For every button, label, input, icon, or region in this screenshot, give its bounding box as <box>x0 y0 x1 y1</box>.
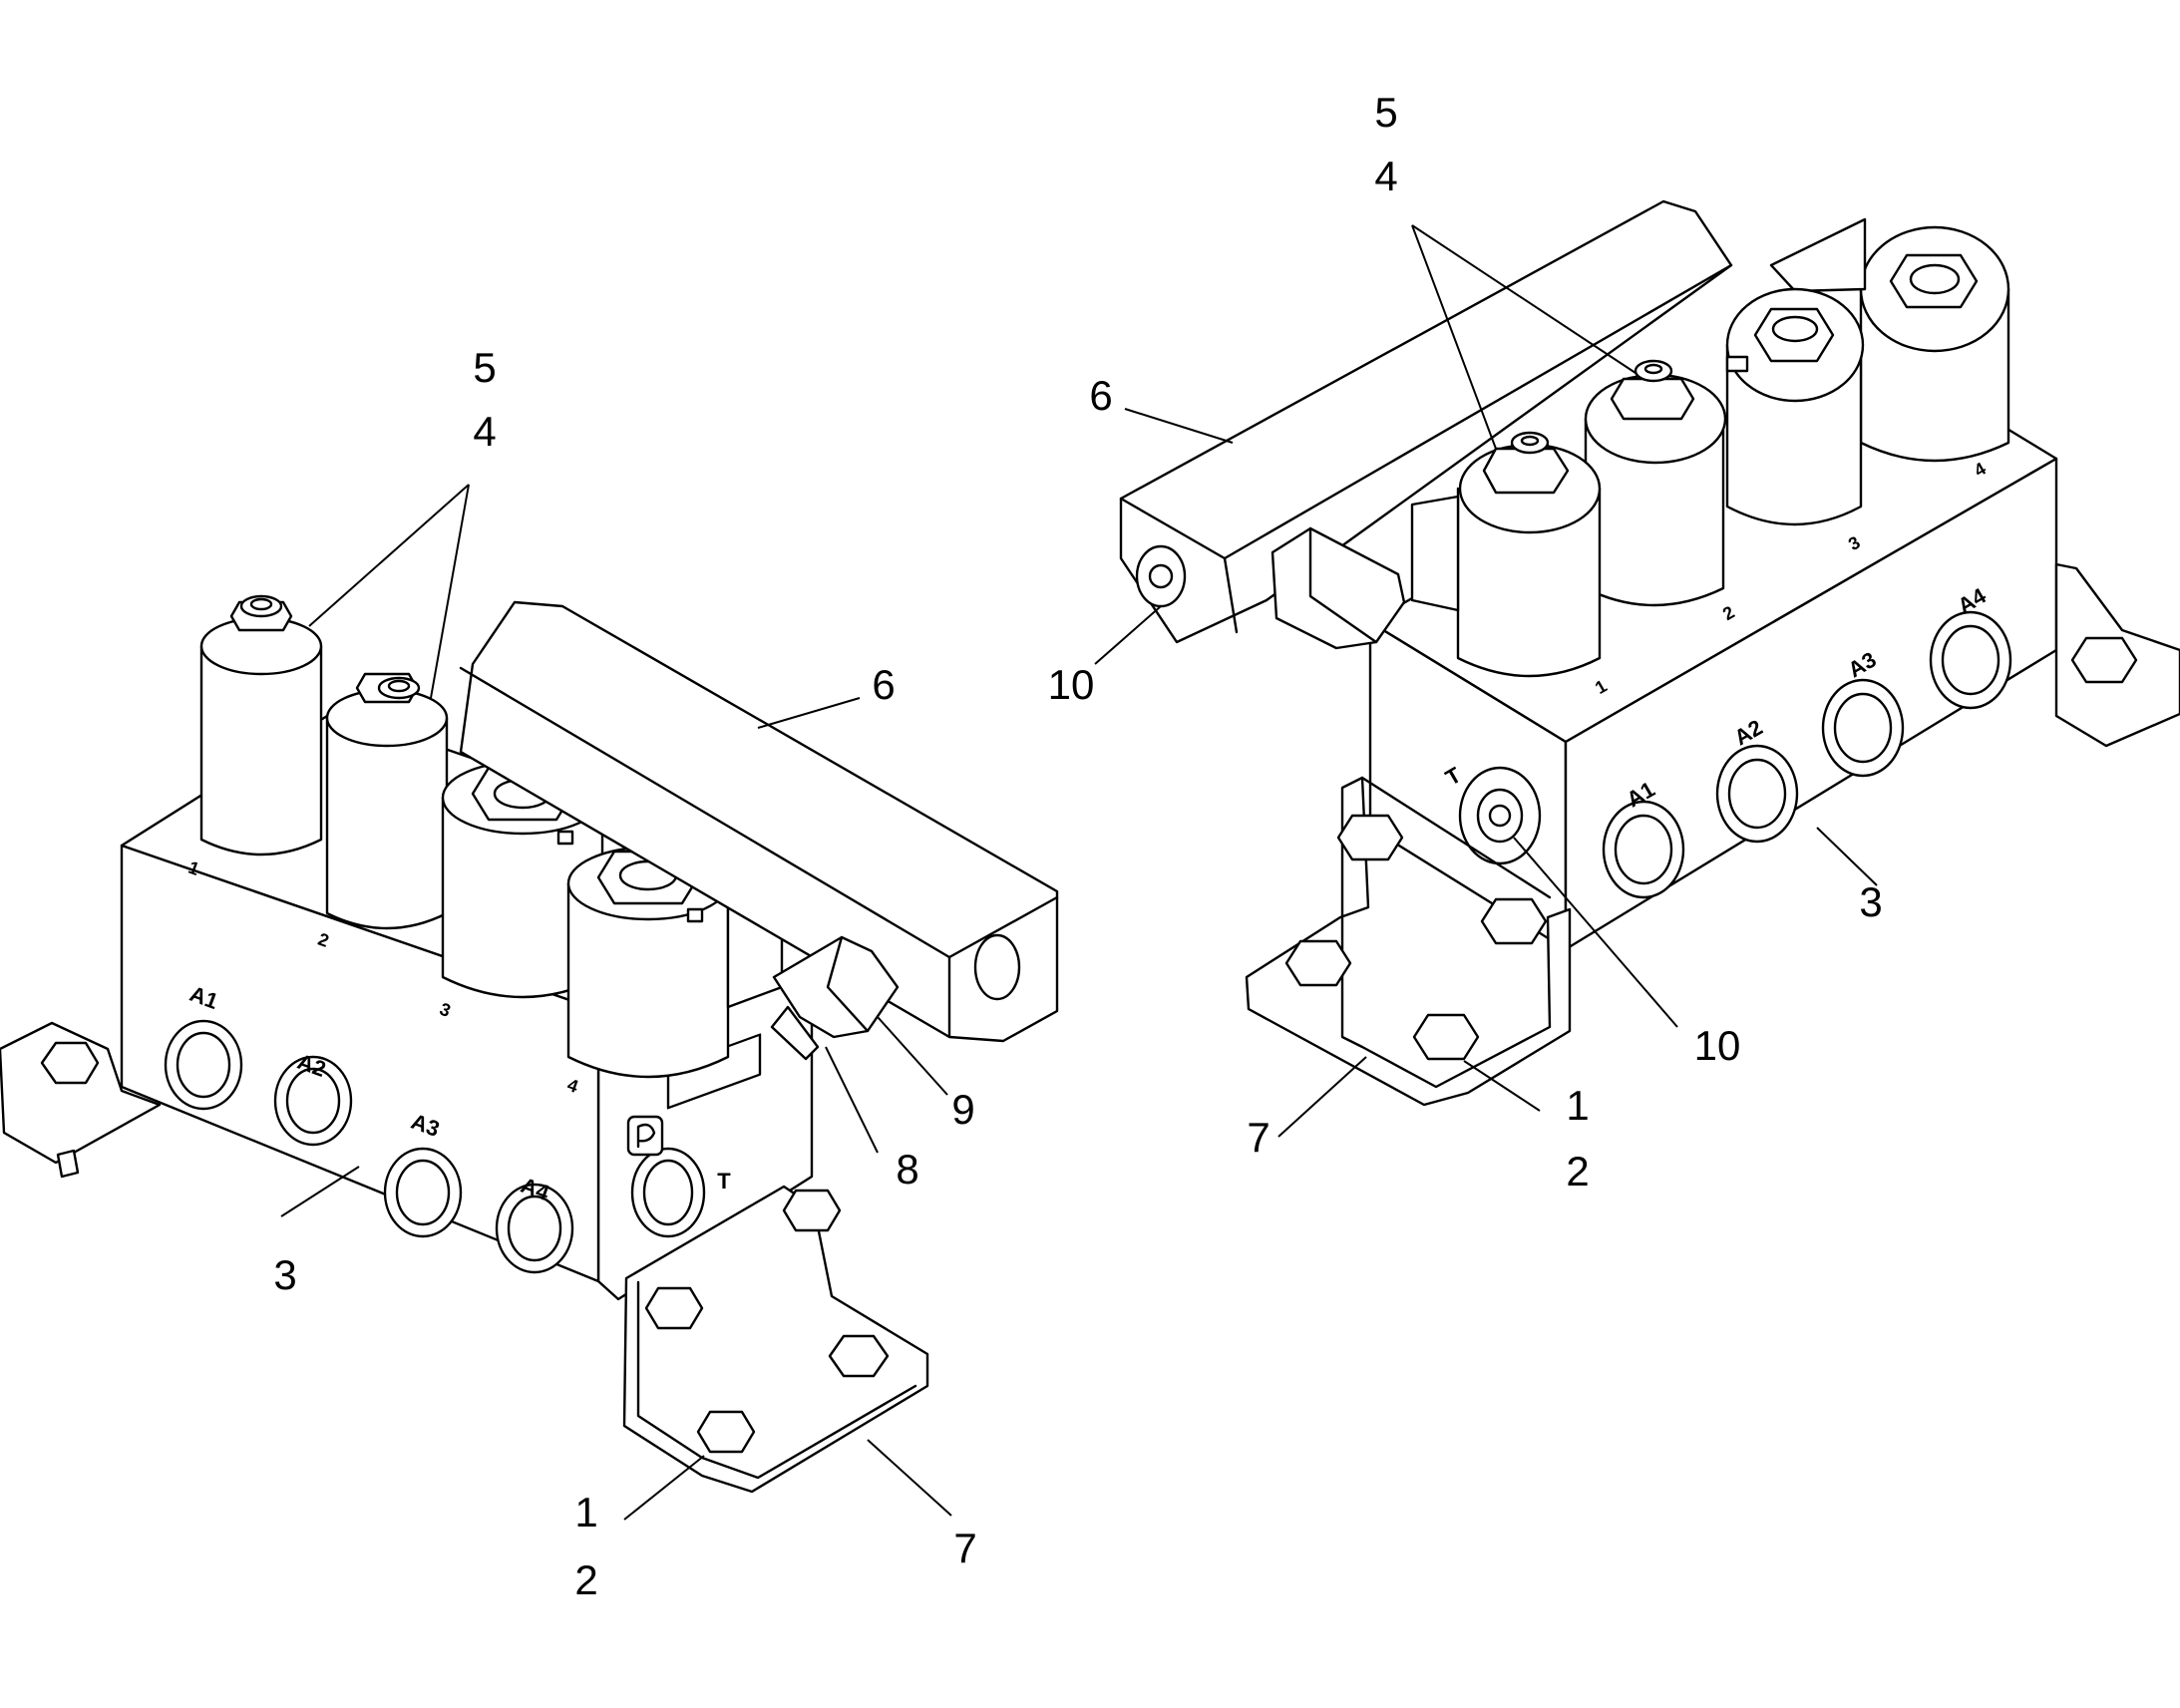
mounting-bracket <box>0 1021 929 1494</box>
leader-lines <box>280 484 952 1521</box>
right-view: 5 4 6 10 10 3 1 2 7 T A1 A2 A3 A4 1 2 3 … <box>1048 89 2180 1195</box>
port-label-t: T <box>717 1169 731 1194</box>
hex-bolt-icon <box>40 1041 890 1454</box>
accumulator-bar <box>459 600 1059 1043</box>
callout-7: 7 <box>953 1525 976 1571</box>
solenoid-coil-2 <box>1584 359 1727 607</box>
port-a1 <box>164 1019 243 1111</box>
manufacturer-logo-icon <box>626 1115 664 1157</box>
port-a3 <box>1821 678 1905 778</box>
port-a1 <box>1602 800 1685 899</box>
port-a2 <box>273 1055 353 1147</box>
left-view: 5 4 6 3 8 9 1 2 7 A1 A2 A3 A4 T 1 2 3 4 <box>0 344 1059 1603</box>
leader-lines <box>1094 224 1878 1138</box>
callout-4: 4 <box>1374 153 1397 199</box>
solenoid-coil-3 <box>1725 287 1865 526</box>
port-a4 <box>495 1183 574 1274</box>
port-a2 <box>1715 744 1799 844</box>
solenoid-coil-2 <box>325 672 449 930</box>
solenoid-coil-1 <box>199 594 323 856</box>
hose-fitting <box>1271 526 1406 650</box>
callout-10: 10 <box>1694 1022 1741 1069</box>
callout-2: 2 <box>1566 1148 1589 1195</box>
port-a4 <box>1929 610 2012 710</box>
port-t <box>1458 766 1542 865</box>
callout-4: 4 <box>473 408 496 455</box>
callout-5: 5 <box>1374 89 1397 136</box>
callout-6: 6 <box>872 661 895 708</box>
solenoid-coil-4 <box>1769 217 2010 463</box>
callout-6: 6 <box>1089 372 1112 419</box>
accumulator-bar <box>1119 199 1733 644</box>
port-a3 <box>383 1147 463 1238</box>
callout-8: 8 <box>896 1146 918 1193</box>
callout-1: 1 <box>1566 1082 1589 1129</box>
callout-9: 9 <box>951 1086 974 1133</box>
connector-box <box>1769 217 1867 293</box>
solenoid-coil-1 <box>1410 431 1602 678</box>
hex-nut-icon <box>1482 447 1570 495</box>
hose-fitting <box>770 935 900 1061</box>
connector-box <box>1410 495 1460 612</box>
callout-3: 3 <box>1859 878 1882 925</box>
callout-2: 2 <box>574 1556 597 1603</box>
callout-7: 7 <box>1247 1114 1270 1161</box>
hex-nut-icon <box>1610 377 1695 421</box>
callout-3: 3 <box>273 1251 296 1298</box>
callout-1: 1 <box>574 1489 597 1536</box>
hex-bolt-icon <box>1284 636 2138 1061</box>
callout-10: 10 <box>1048 661 1095 708</box>
port-t <box>630 1147 706 1238</box>
callout-5: 5 <box>473 344 496 391</box>
